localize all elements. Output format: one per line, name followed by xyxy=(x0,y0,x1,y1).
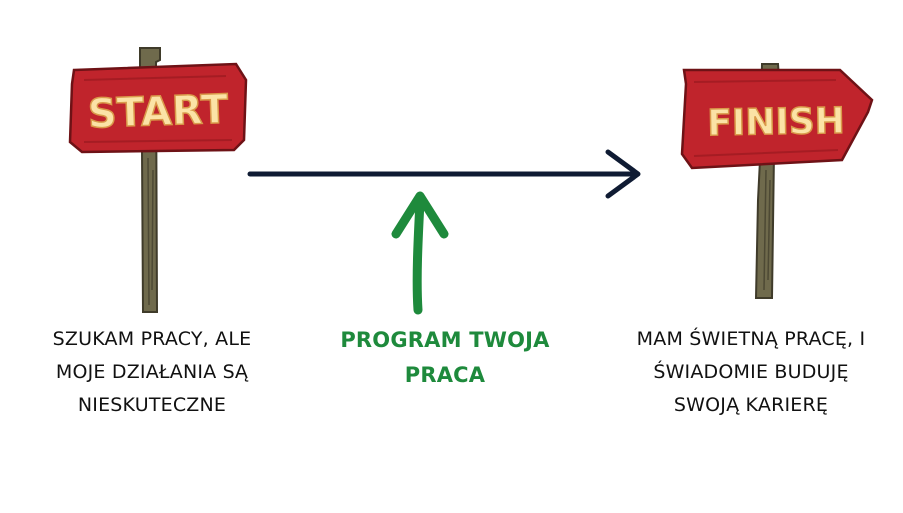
up-arrow-icon xyxy=(391,191,449,315)
start-caption-line-3: NIESKUTECZNE xyxy=(77,394,227,416)
program-caption-line-2: PRACA xyxy=(404,363,486,387)
start-sign-icon: START xyxy=(68,47,248,313)
program-caption-line-1: PROGRAM TWOJA xyxy=(340,328,550,352)
finish-caption-line-2: ŚWIADOMIE BUDUJĘ xyxy=(653,361,849,383)
horizontal-arrow-icon xyxy=(247,149,641,199)
program-caption: PROGRAM TWOJA PRACA xyxy=(300,323,590,393)
start-caption: SZUKAM PRACY, ALE MOJE DZIAŁANIA SĄ NIES… xyxy=(12,323,292,422)
start-sign-label: START xyxy=(87,87,229,138)
finish-caption: MAM ŚWIETNĄ PRACĘ, I ŚWIADOMIE BUDUJĘ SW… xyxy=(606,323,896,422)
start-board xyxy=(68,62,248,154)
finish-sign-icon: FINISH xyxy=(680,63,874,299)
finish-caption-line-1: MAM ŚWIETNĄ PRACĘ, I xyxy=(636,328,866,350)
finish-caption-line-3: SWOJĄ KARIERĘ xyxy=(673,394,829,416)
finish-board xyxy=(680,68,874,170)
start-caption-line-2: MOJE DZIAŁANIA SĄ xyxy=(55,361,249,383)
start-caption-line-1: SZUKAM PRACY, ALE xyxy=(52,328,252,350)
finish-sign-label: FINISH xyxy=(707,101,845,144)
